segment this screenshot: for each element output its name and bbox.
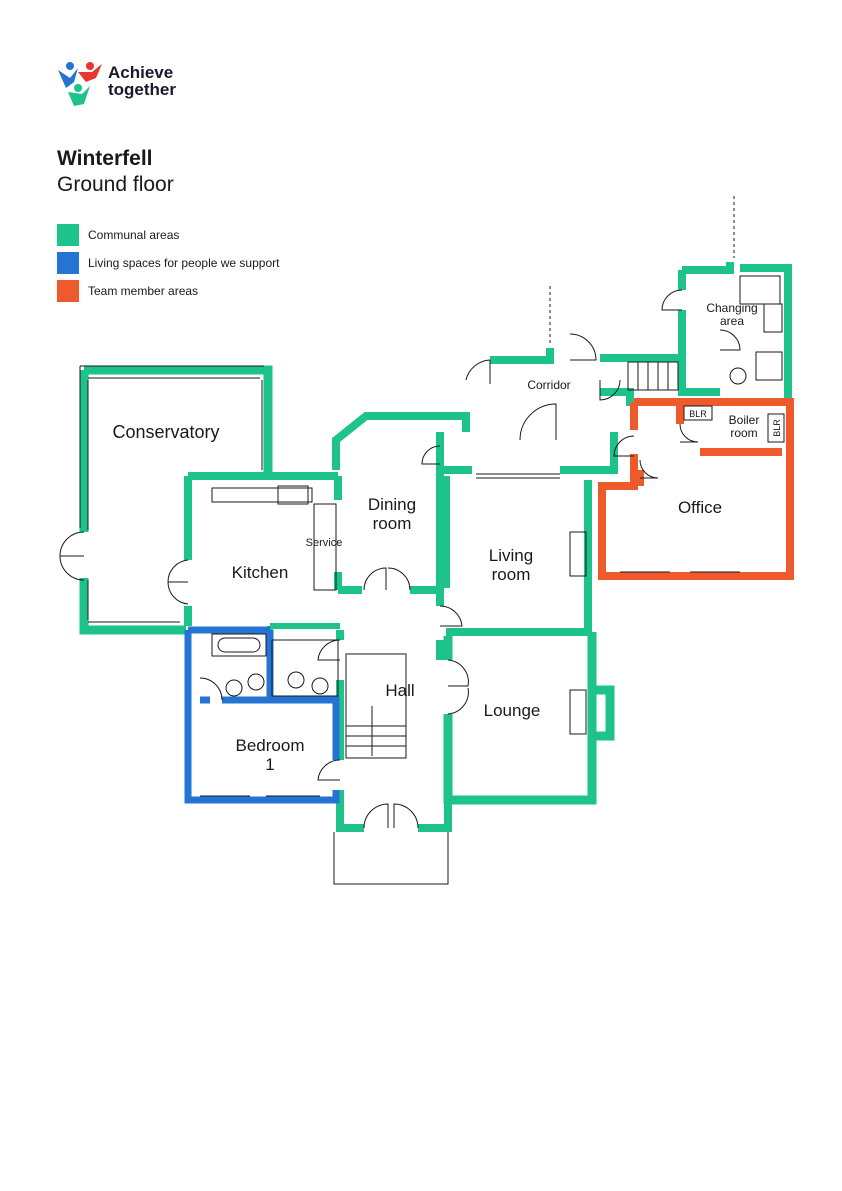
legend-item-team: Team member areas (57, 280, 279, 302)
legend-label-communal: Communal areas (88, 228, 180, 242)
building-name: Winterfell (57, 147, 153, 170)
fixtures (87, 275, 785, 797)
plan-title: Winterfell Ground floor (57, 146, 174, 198)
label-living-line-2: room (492, 565, 531, 584)
conservatory-walls (79, 365, 273, 635)
label-lounge: Lounge (484, 701, 541, 720)
label-conservatory: Conservatory (112, 422, 219, 442)
bedroom-walls (184, 626, 340, 804)
label-bedroom-line-2: 1 (265, 755, 274, 774)
label-changing-line-2: area (720, 314, 744, 328)
legend: Communal areas Living spaces for people … (57, 224, 279, 308)
label-changing-line-1: Changing (706, 301, 757, 315)
achieve-together-logo: Achieve together (56, 58, 196, 108)
label-kitchen: Kitchen (232, 563, 289, 582)
label-blr-1: BLR (689, 409, 707, 419)
room-labels: Conservatory Kitchen Service Dining room… (112, 301, 782, 774)
hall-walls (336, 590, 452, 832)
kitchen-walls (184, 472, 342, 626)
floor-name: Ground floor (57, 173, 174, 196)
legend-item-living: Living spaces for people we support (57, 252, 279, 274)
legend-label-team: Team member areas (88, 284, 199, 298)
logo-line-1: Achieve (108, 63, 174, 82)
legend-label-living: Living spaces for people we support (88, 256, 280, 270)
changing-area-walls (678, 262, 792, 400)
label-hall: Hall (385, 681, 414, 700)
label-office: Office (678, 498, 722, 517)
label-service: Service (306, 537, 343, 549)
label-bedroom-line-1: Bedroom (236, 736, 305, 755)
door-swings (59, 289, 741, 829)
legend-item-communal: Communal areas (57, 224, 279, 246)
logo-text: Achieve together (108, 64, 176, 98)
logo-line-2: together (108, 80, 176, 99)
living-swatch (57, 252, 79, 274)
corridor-walls (440, 348, 680, 474)
logo-figures-icon (58, 62, 102, 106)
living-room-walls (442, 476, 592, 636)
team-swatch (57, 280, 79, 302)
label-dining-line-1: Dining (368, 495, 416, 514)
office-walls (598, 398, 794, 580)
label-blr-2: BLR (772, 419, 782, 437)
porch-outline (333, 832, 449, 885)
communal-swatch (57, 224, 79, 246)
label-boiler-line-2: room (730, 426, 757, 440)
lounge-walls (443, 632, 615, 805)
label-boiler-line-1: Boiler (729, 413, 760, 427)
bathroom-walls (267, 623, 340, 700)
label-corridor: Corridor (527, 378, 570, 392)
label-living-line-1: Living (489, 546, 533, 565)
dining-room-walls (332, 412, 470, 594)
label-dining-line-2: room (373, 514, 412, 533)
